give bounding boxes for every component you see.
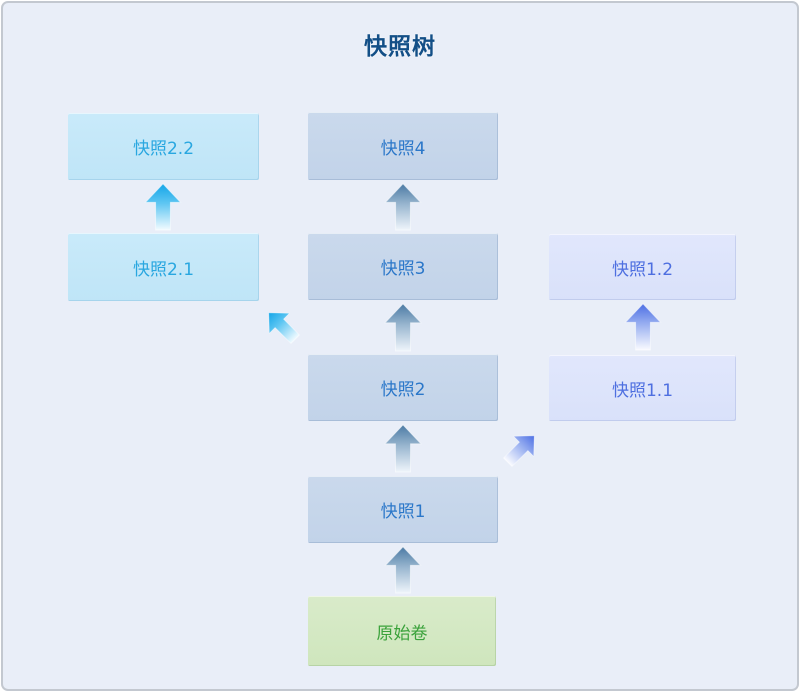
node-snapshot-1: 快照1 <box>308 476 498 543</box>
arrow-up-icon-snapshot2-1-to-snapshot2-2 <box>144 183 182 231</box>
arrow-up-icon-snapshot1-to-snapshot2 <box>383 424 423 473</box>
node-label: 快照2.1 <box>132 259 195 280</box>
node-snapshot-2-1: 快照2.1 <box>68 233 259 301</box>
node-label: 快照3 <box>380 259 426 279</box>
arrow-up-right-icon-snapshot1-to-snapshot1-1 <box>502 435 535 468</box>
node-label: 快照1.2 <box>611 259 674 280</box>
arrow-up-icon-origin-to-snapshot1 <box>384 546 422 594</box>
node-origin-volume: 原始卷 <box>308 596 496 666</box>
node-label: 快照2.2 <box>132 139 195 159</box>
node-label: 快照1.1 <box>611 380 674 401</box>
node-label: 快照1 <box>380 502 426 522</box>
arrow-up-icon-snapshot2-to-snapshot3 <box>383 303 423 352</box>
node-snapshot-1-1: 快照1.1 <box>549 355 736 421</box>
arrow-up-left-icon-snapshot2-to-snapshot2-1 <box>268 312 301 345</box>
node-label: 原始卷 <box>376 623 428 644</box>
node-snapshot-2: 快照2 <box>308 354 498 421</box>
node-snapshot-2-2: 快照2.2 <box>68 113 259 180</box>
node-snapshot-3: 快照3 <box>308 233 498 300</box>
arrow-up-icon-snapshot1-1-to-snapshot1-2 <box>624 303 662 351</box>
node-snapshot-4: 快照4 <box>308 112 498 180</box>
node-label: 快照4 <box>380 138 426 159</box>
node-snapshot-1-2: 快照1.2 <box>549 234 736 300</box>
node-label: 快照2 <box>380 380 426 400</box>
arrow-up-icon-snapshot3-to-snapshot4 <box>384 183 422 231</box>
diagram-title: 快照树 <box>364 34 436 60</box>
